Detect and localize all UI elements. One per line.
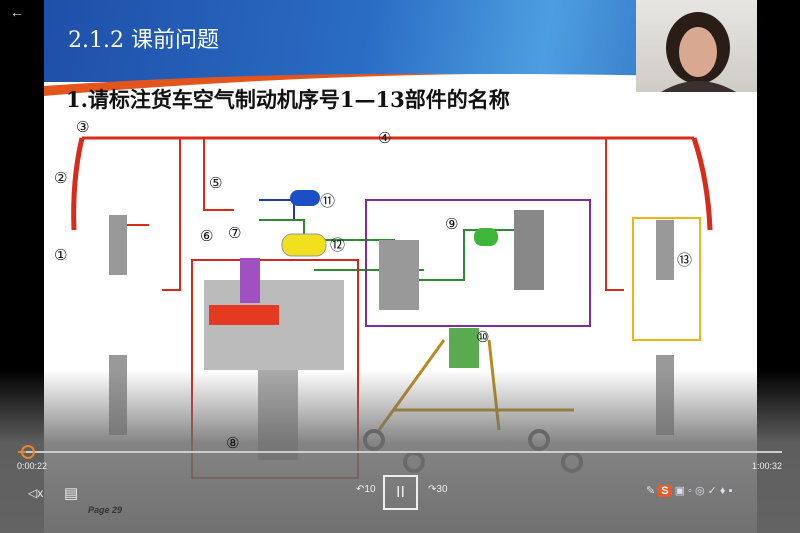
- rewind-10-button[interactable]: ↶10: [356, 484, 376, 495]
- label-5: ⑤: [209, 174, 222, 192]
- label-13: ⑬: [677, 251, 692, 269]
- question-text: 1.请标注货车空气制动机序号1—13部件的名称: [66, 87, 510, 112]
- label-4: ④: [378, 129, 391, 147]
- label-2: ②: [54, 169, 67, 187]
- back-button[interactable]: ←: [10, 4, 24, 20]
- label-8: ⑧: [226, 434, 240, 452]
- current-time: 0:00:22: [17, 461, 48, 471]
- captions-button[interactable]: ▤: [64, 485, 79, 502]
- label-9: ⑨: [445, 215, 458, 233]
- mute-button[interactable]: ◁x: [28, 486, 44, 500]
- sogou-ime-icon[interactable]: S: [658, 484, 672, 497]
- rewind-icon: ↶: [356, 484, 365, 495]
- forward-30-button[interactable]: ↷30: [428, 484, 448, 495]
- label-1: ①: [54, 246, 67, 264]
- progress-handle[interactable]: [21, 445, 35, 459]
- label-11: ⑪: [320, 192, 335, 210]
- banner-swoosh: [44, 73, 757, 106]
- system-tray: ✎ S ▣ ◦ ◎ ✓ ♦ ▪: [646, 484, 732, 497]
- label-6: ⑥: [200, 227, 213, 245]
- label-7: ⑦: [228, 224, 241, 242]
- label-3: ③: [76, 118, 89, 136]
- progress-bar[interactable]: [18, 451, 782, 453]
- slide-page-number: Page 29: [88, 505, 123, 515]
- total-time: 1:00:32: [752, 461, 783, 471]
- pen-icon[interactable]: ✎: [646, 485, 656, 497]
- forward-icon: ↷: [428, 484, 437, 495]
- label-12: ⑫: [330, 236, 345, 254]
- label-10: ⑩: [476, 328, 489, 346]
- slide-title: 2.1.2 课前问题: [68, 28, 219, 53]
- tray-icons[interactable]: ▣ ◦ ◎ ✓ ♦ ▪: [674, 485, 733, 497]
- presenter-avatar: [661, 12, 736, 92]
- webcam-video: [636, 0, 757, 92]
- pause-button[interactable]: II: [383, 475, 418, 510]
